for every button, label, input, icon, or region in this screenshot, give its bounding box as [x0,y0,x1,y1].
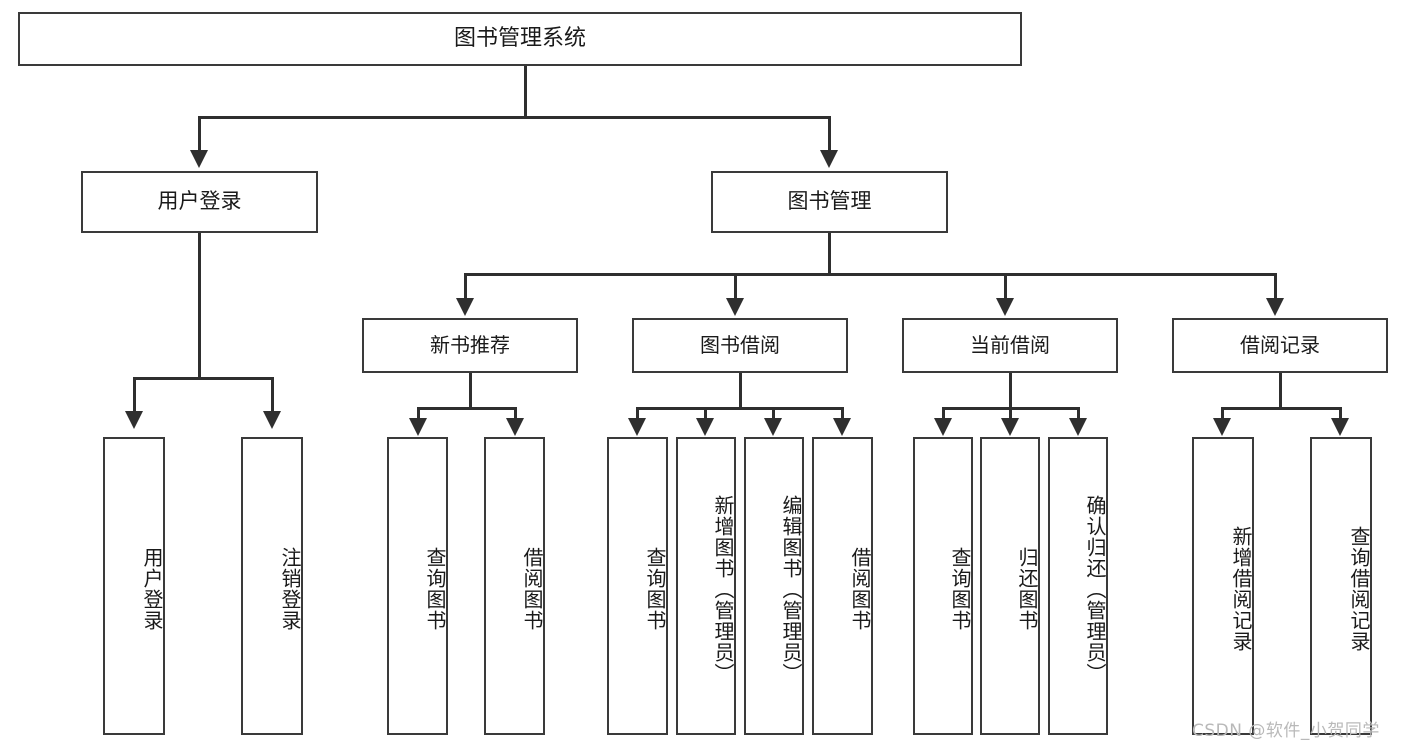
node-book-borrow[interactable]: 图书借阅 [632,318,848,373]
connector-root-to-book-mgmt [828,116,831,153]
connector-new-book-bus [417,407,516,410]
node-label: 归还图书 [1015,547,1039,631]
connector-borrow-record-stem [1279,373,1282,407]
connector-book-borrow-stem [739,373,742,407]
connector-book-mgmt-to-record [1274,273,1277,301]
node-label: 新增图书（管理员） [711,494,735,684]
leaf-borrow-book[interactable]: 借阅图书 [812,437,873,735]
leaf-logout[interactable]: 注销登录 [241,437,303,735]
leaf-query-borrow-record[interactable]: 查询借阅记录 [1310,437,1372,735]
arrow-book-mgmt-to-new-book [456,298,474,316]
node-user-login[interactable]: 用户登录 [81,171,318,233]
node-current-borrow[interactable]: 当前借阅 [902,318,1118,373]
node-label: 编辑图书（管理员） [779,494,803,684]
leaf-return-book[interactable]: 归还图书 [980,437,1040,735]
arrow-new-book-to-leaf-2 [506,418,524,436]
connector-current-borrow-to-leaf-2 [1009,407,1012,421]
connector-book-borrow-to-leaf-4 [841,407,844,421]
leaf-query-book-recommend[interactable]: 查询图书 [387,437,448,735]
node-label: 用户登录 [140,547,164,631]
node-label: 用户登录 [157,189,242,214]
connector-borrow-record-bus [1221,407,1341,410]
connector-book-mgmt-stem [828,233,831,273]
node-label: 借阅图书 [520,547,544,631]
node-label: 借阅记录 [1240,333,1320,358]
node-book-management[interactable]: 图书管理 [711,171,948,233]
watermark-text: CSDN @软件_小贺同学 [1192,721,1380,741]
arrow-book-mgmt-to-borrow [726,298,744,316]
arrow-book-borrow-to-leaf-2 [696,418,714,436]
leaf-query-book-current[interactable]: 查询图书 [913,437,973,735]
arrow-root-to-user-login [190,150,208,168]
connector-new-book-to-leaf-1 [417,407,420,421]
arrow-current-borrow-to-leaf-2 [1001,418,1019,436]
connector-book-borrow-bus [636,407,844,410]
arrow-current-borrow-to-leaf-1 [934,418,952,436]
leaf-user-login[interactable]: 用户登录 [103,437,165,735]
connector-user-login-stem [198,233,201,377]
node-label: 新书推荐 [430,333,510,358]
connector-book-borrow-to-leaf-1 [636,407,639,421]
connector-book-mgmt-to-current [1004,273,1007,301]
connector-root-stem [524,66,527,116]
node-new-book-recommend[interactable]: 新书推荐 [362,318,578,373]
arrow-user-login-to-leaf-1 [125,411,143,429]
node-label: 查询图书 [948,547,972,631]
arrow-borrow-record-to-leaf-2 [1331,418,1349,436]
leaf-borrow-book-recommend[interactable]: 借阅图书 [484,437,545,735]
connector-book-mgmt-to-new-book [464,273,467,301]
node-label: 查询图书 [423,547,447,631]
connector-borrow-record-to-leaf-1 [1221,407,1224,421]
node-label: 借阅图书 [848,547,872,631]
connector-book-mgmt-to-borrow [734,273,737,301]
connector-root-bus [198,116,830,119]
arrow-book-mgmt-to-current [996,298,1014,316]
connector-book-mgmt-bus [464,273,1276,276]
node-label: 图书管理系统 [453,25,586,51]
arrow-book-borrow-to-leaf-4 [833,418,851,436]
node-borrow-record[interactable]: 借阅记录 [1172,318,1388,373]
arrow-current-borrow-to-leaf-3 [1069,418,1087,436]
node-label: 查询图书 [643,547,667,631]
node-label: 新增借阅记录 [1229,526,1253,652]
leaf-query-book-borrow[interactable]: 查询图书 [607,437,668,735]
connector-current-borrow-to-leaf-1 [942,407,945,421]
arrow-book-borrow-to-leaf-1 [628,418,646,436]
connector-book-borrow-to-leaf-3 [772,407,775,421]
node-label: 图书借阅 [700,333,780,358]
connector-new-book-to-leaf-2 [514,407,517,421]
node-root-system[interactable]: 图书管理系统 [18,12,1022,66]
leaf-add-book-admin[interactable]: 新增图书（管理员） [676,437,736,735]
connector-current-borrow-stem [1009,373,1012,407]
leaf-edit-book-admin[interactable]: 编辑图书（管理员） [744,437,804,735]
arrow-new-book-to-leaf-1 [409,418,427,436]
connector-current-borrow-to-leaf-3 [1077,407,1080,421]
node-label: 图书管理 [787,189,872,214]
connector-user-login-to-leaf-2 [271,377,274,414]
node-label: 确认归还（管理员） [1083,494,1107,684]
node-label: 注销登录 [278,547,302,631]
arrow-book-mgmt-to-record [1266,298,1284,316]
arrow-root-to-book-mgmt [820,150,838,168]
connector-user-login-to-leaf-1 [133,377,136,414]
connector-borrow-record-to-leaf-2 [1339,407,1342,421]
connector-root-to-user-login [198,116,201,153]
leaf-add-borrow-record[interactable]: 新增借阅记录 [1192,437,1254,735]
arrow-user-login-to-leaf-2 [263,411,281,429]
connector-new-book-stem [469,373,472,407]
node-label: 查询借阅记录 [1347,526,1371,652]
arrow-borrow-record-to-leaf-1 [1213,418,1231,436]
connector-book-borrow-to-leaf-2 [704,407,707,421]
connector-user-login-bus [133,377,273,380]
leaf-confirm-return-admin[interactable]: 确认归还（管理员） [1048,437,1108,735]
node-label: 当前借阅 [970,333,1050,358]
arrow-book-borrow-to-leaf-3 [764,418,782,436]
